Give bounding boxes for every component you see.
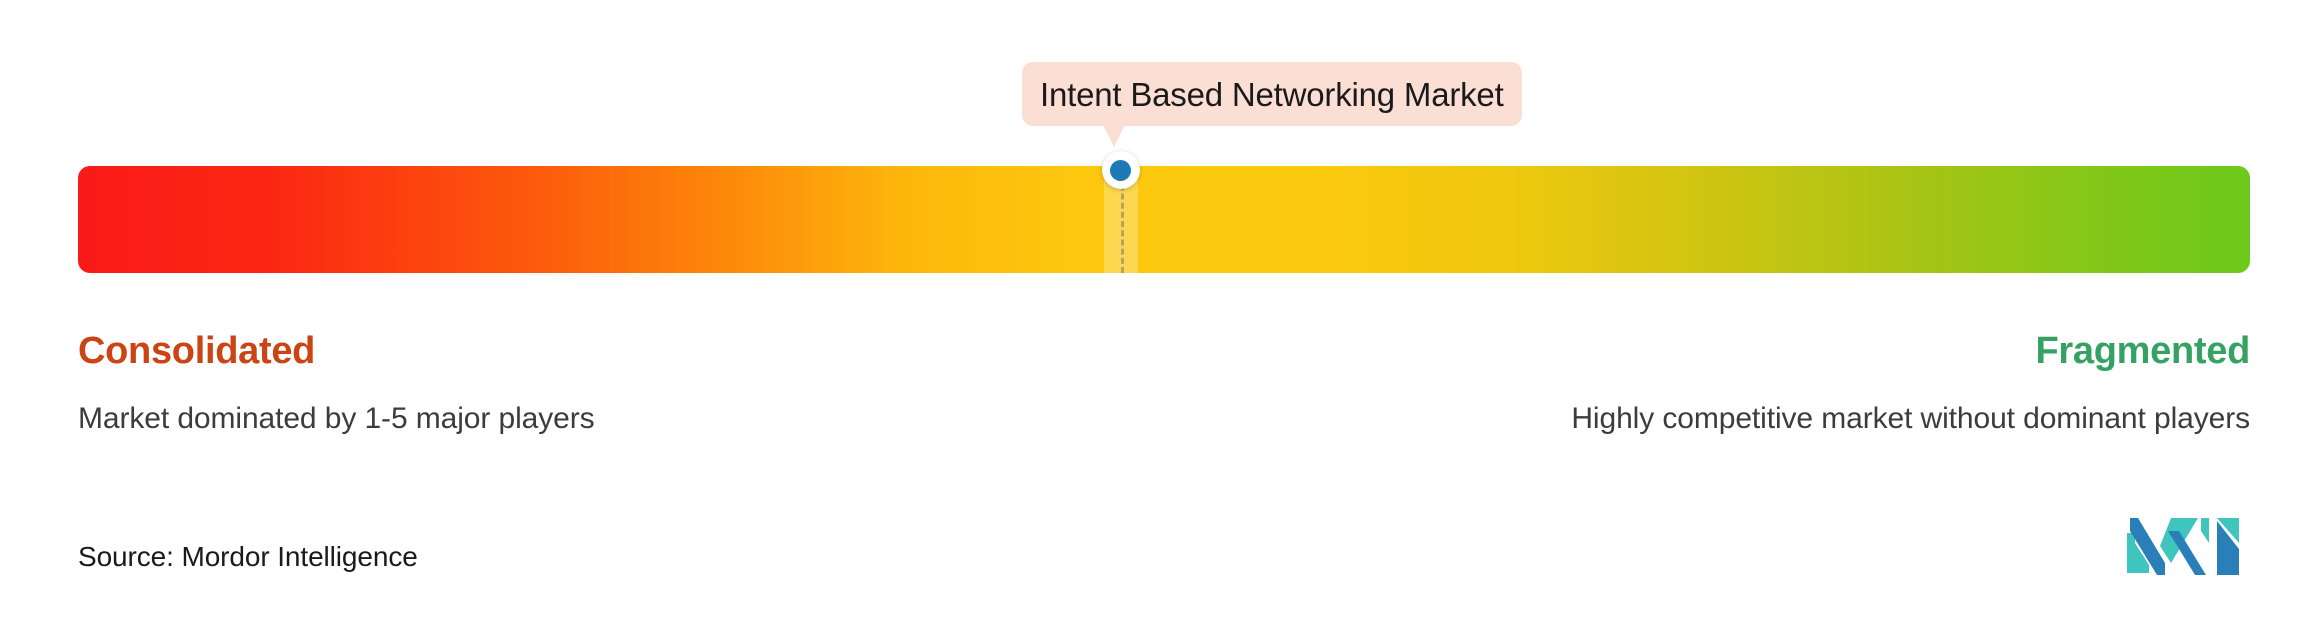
marker-tooltip: Intent Based Networking Market xyxy=(1022,62,1522,147)
concentration-scale-bar xyxy=(78,166,2250,273)
left-end-description: Market dominated by 1-5 major players xyxy=(78,402,595,435)
mordor-intelligence-logo xyxy=(2127,513,2255,581)
right-end-description: Highly competitive market without domina… xyxy=(1571,402,2250,435)
source-text: Source: Mordor Intelligence xyxy=(78,541,418,572)
marker-dot[interactable] xyxy=(1101,151,1140,189)
marker-dot-core xyxy=(1110,159,1132,181)
marker-tooltip-label: Intent Based Networking Market xyxy=(1040,75,1504,113)
right-end-title: Fragmented xyxy=(2035,330,2251,372)
left-end-title: Consolidated xyxy=(78,330,316,372)
gradient-bar xyxy=(78,166,2250,273)
tooltip-arrow-icon xyxy=(1103,125,1125,147)
